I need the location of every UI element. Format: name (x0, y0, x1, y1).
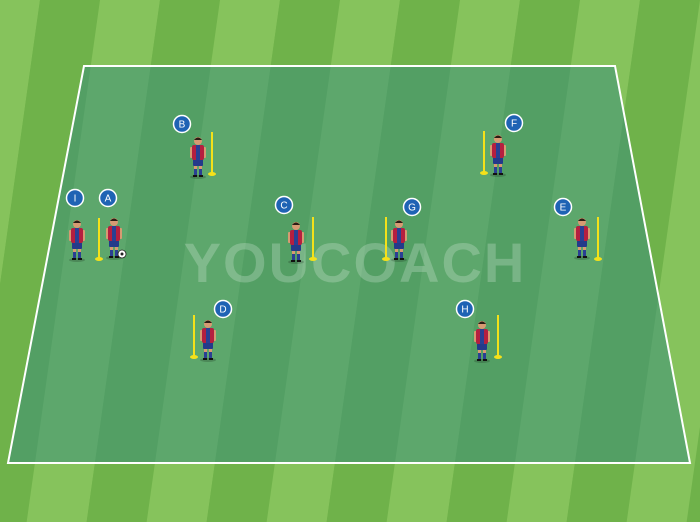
player-marker-c: C (274, 195, 294, 215)
player-marker-i: I (65, 188, 85, 208)
pole-c (309, 217, 317, 261)
player-g (391, 220, 407, 262)
pole-b (208, 132, 216, 176)
player-marker-b: B (172, 114, 192, 134)
player-marker-d: D (213, 299, 233, 319)
soccer-ball-icon (117, 249, 127, 259)
pole-a (95, 218, 103, 261)
player-f (490, 135, 506, 177)
player-e (574, 218, 590, 260)
player-label: G (408, 203, 416, 214)
watermark-text: YOUCOACH (184, 231, 527, 294)
pole-d (190, 315, 198, 359)
player-label: A (105, 194, 112, 205)
players-layer: I A B C G F E D H (65, 113, 590, 363)
player-c (288, 222, 304, 264)
player-label: C (280, 201, 287, 212)
player-d (200, 320, 216, 362)
pole-h (494, 315, 502, 359)
training-area (6, 65, 692, 464)
player-marker-a: A (98, 188, 118, 208)
player-h (474, 321, 490, 363)
grass-stripe (0, 0, 100, 522)
pole-f (480, 131, 488, 175)
player-label: F (511, 119, 517, 130)
pole-e (594, 217, 602, 261)
player-marker-g: G (402, 197, 422, 217)
grass-stripe (0, 0, 40, 522)
poles-layer (95, 131, 602, 359)
player-label: E (560, 203, 567, 214)
pole-g (382, 217, 390, 261)
player-label: I (74, 194, 77, 205)
player-b (190, 137, 206, 179)
player-marker-h: H (455, 299, 475, 319)
player-label: D (219, 305, 226, 316)
player-label: H (461, 305, 468, 316)
player-i (69, 220, 85, 262)
player-label: B (179, 120, 186, 131)
player-marker-f: F (504, 113, 524, 133)
player-a (106, 218, 122, 260)
player-marker-e: E (553, 197, 573, 217)
